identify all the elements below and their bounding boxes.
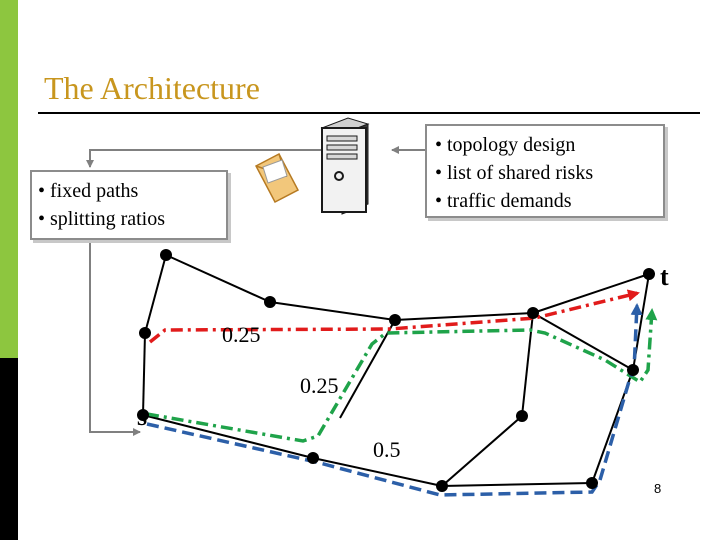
arrow-server-to-output	[86, 149, 322, 168]
graph-edges	[142, 254, 650, 487]
flow-connectors	[86, 146, 425, 436]
graph-node	[516, 410, 528, 422]
graph-node-sink	[643, 268, 655, 280]
graph-node-source	[137, 409, 149, 421]
graph-node	[307, 452, 319, 464]
envelope-icon	[254, 152, 300, 204]
accent-bar-top	[0, 0, 18, 358]
weight-label-red: 0.25	[222, 322, 261, 347]
accent-bar-bottom	[0, 358, 18, 540]
server-icon	[320, 117, 370, 215]
graph-node	[527, 307, 539, 319]
page-number: 8	[654, 481, 662, 496]
graph-nodes	[137, 249, 655, 492]
output-item-paths: • fixed paths	[38, 180, 139, 202]
graph-node	[389, 314, 401, 326]
graph-node	[160, 249, 172, 261]
source-label: s	[137, 402, 148, 431]
title-underline	[38, 112, 700, 114]
input-item-topology: • topology design	[435, 134, 576, 156]
graph-node	[264, 296, 276, 308]
sink-label: t	[660, 262, 669, 291]
arrow-output-to-source	[89, 242, 141, 436]
weight-label-blue: 0.5	[373, 437, 401, 462]
slide-title: The Architecture	[44, 70, 260, 106]
output-item-ratios: • splitting ratios	[38, 208, 166, 230]
input-box: • topology design • list of shared risks…	[425, 124, 665, 218]
input-item-shared-risks: • list of shared risks	[435, 162, 594, 184]
graph-node	[436, 480, 448, 492]
output-box: • fixed paths • splitting ratios	[30, 170, 228, 240]
input-item-traffic: • traffic demands	[435, 190, 572, 212]
path-green	[146, 308, 658, 443]
graph-node	[627, 364, 639, 376]
weight-label-green: 0.25	[300, 373, 339, 398]
path-red	[148, 289, 640, 344]
graph-node	[139, 327, 151, 339]
graph-node	[586, 477, 598, 489]
